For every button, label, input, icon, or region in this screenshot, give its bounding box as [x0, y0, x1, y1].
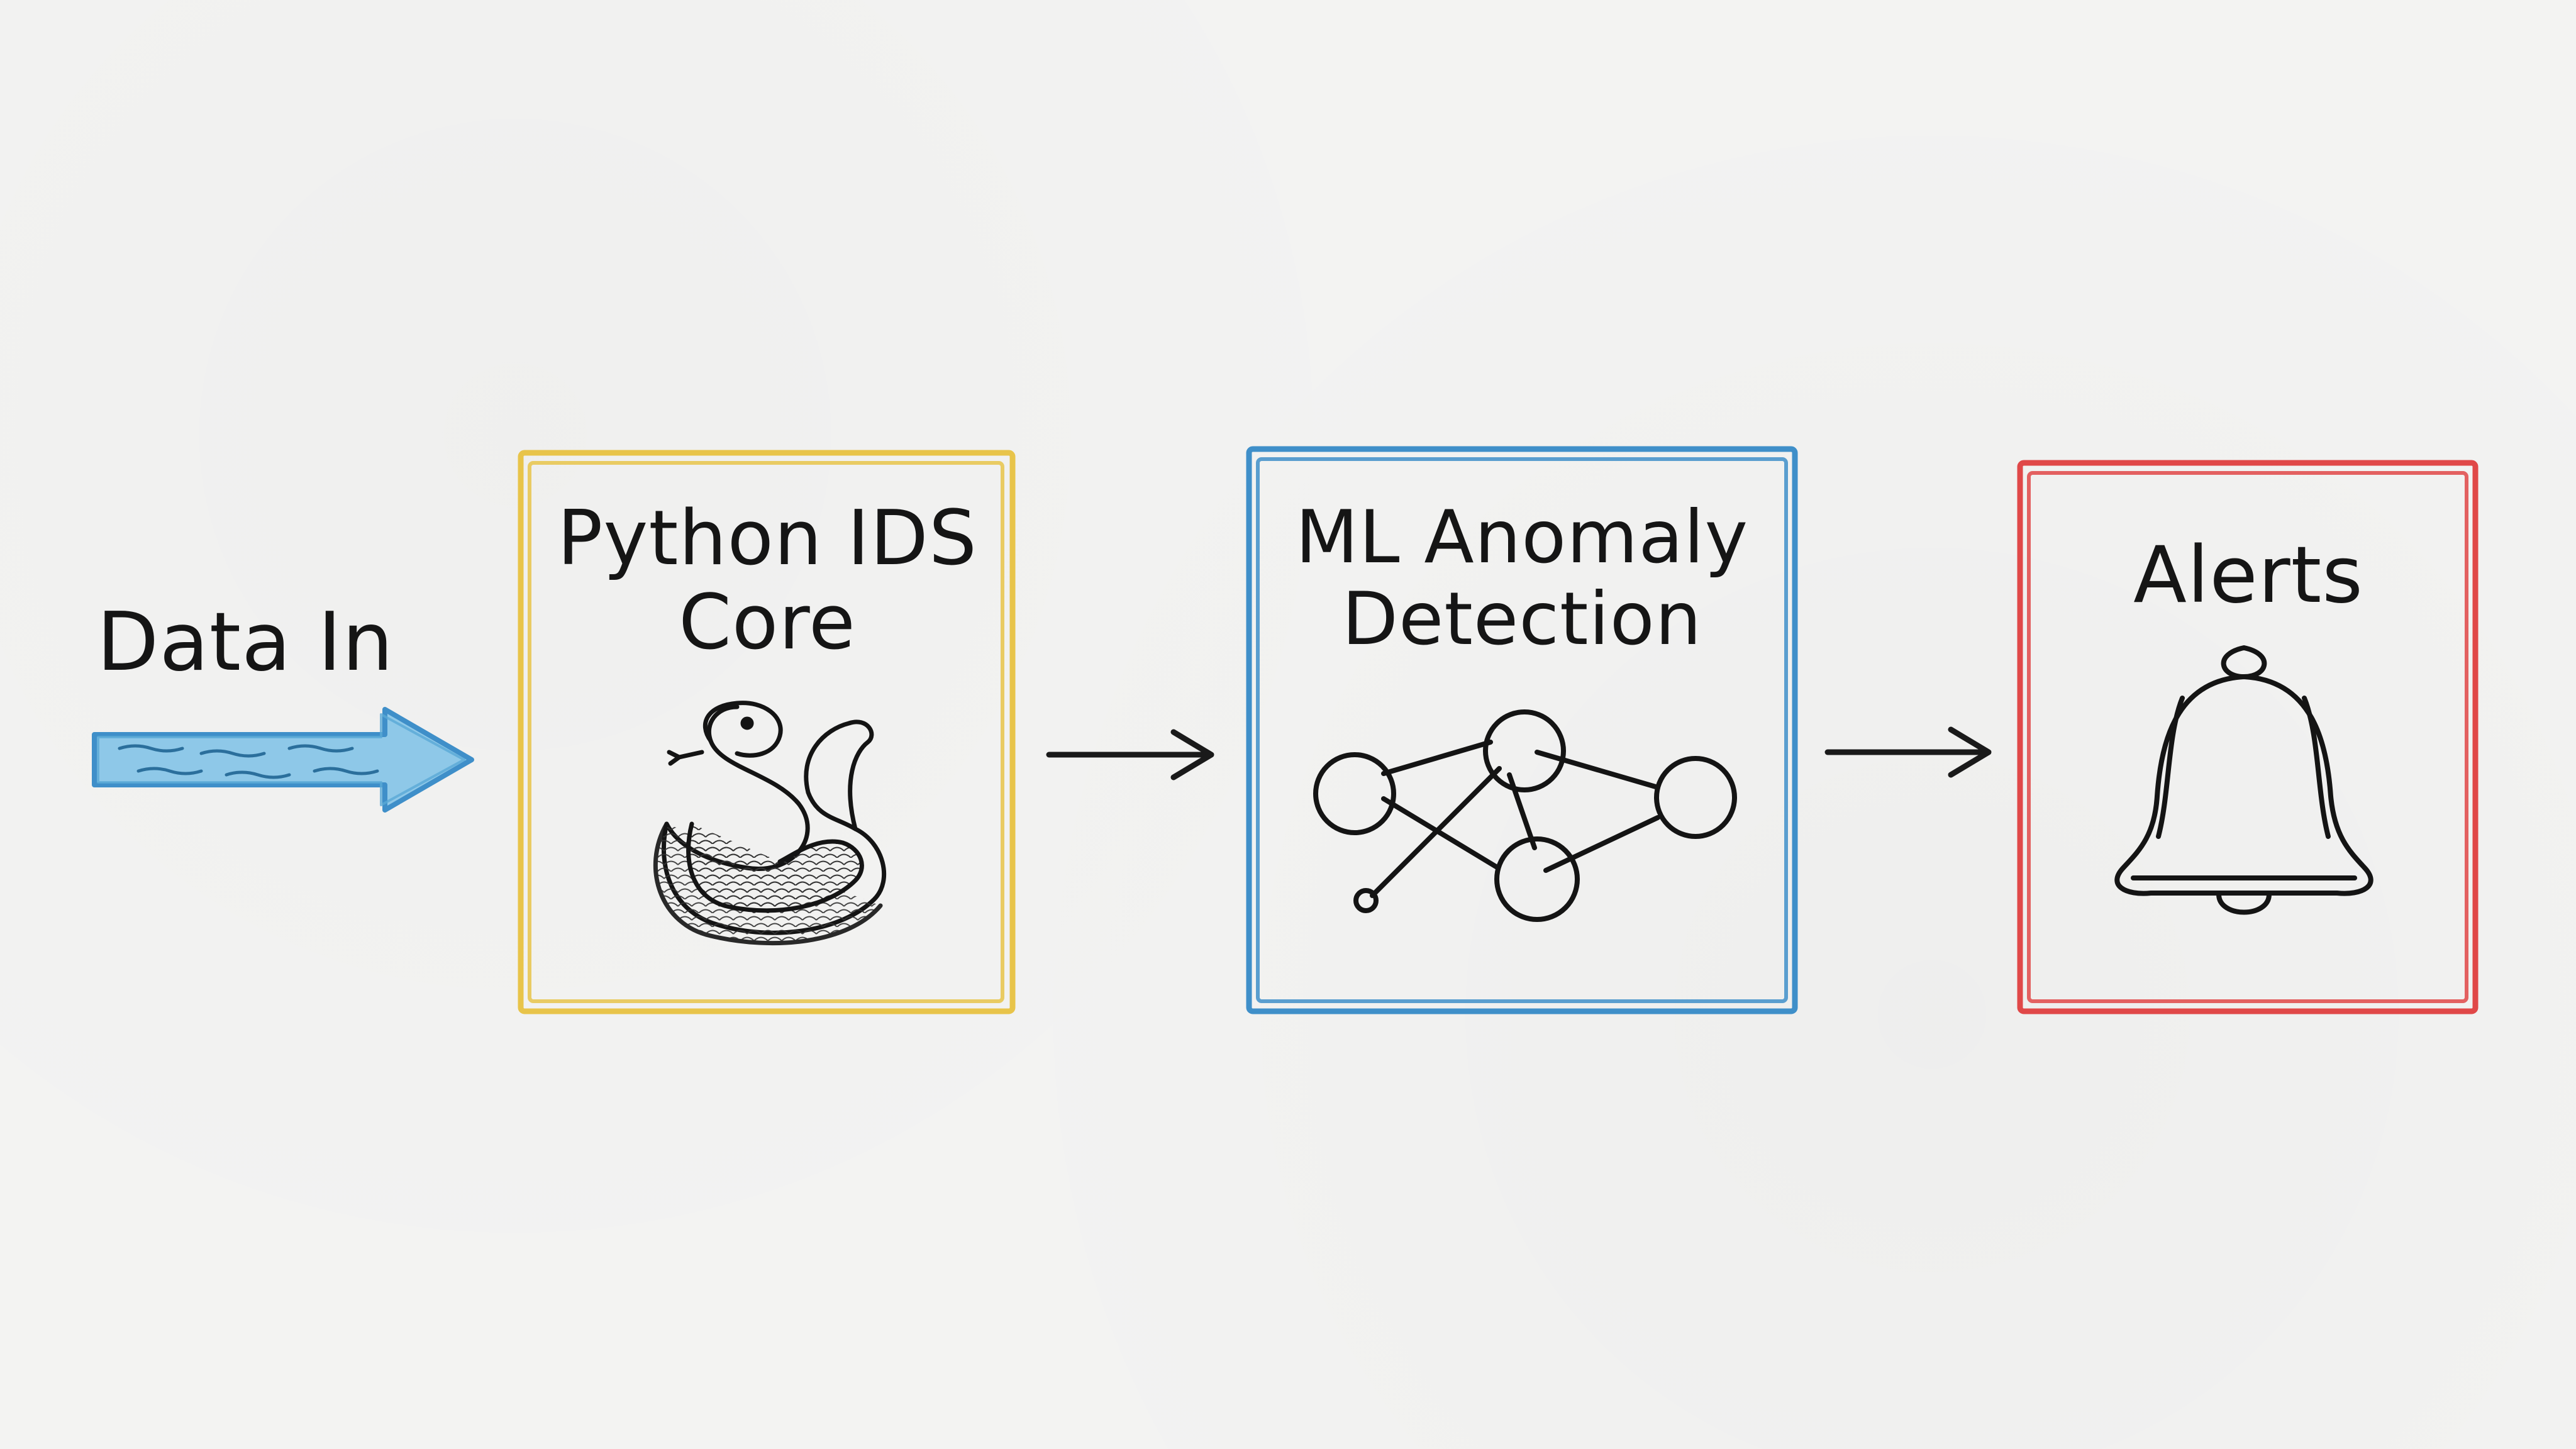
bell-icon	[2114, 645, 2373, 915]
connector-arrow-1	[1046, 729, 1214, 780]
ml-anomaly-title-line1: ML Anomaly	[1295, 495, 1749, 580]
data-in-arrow	[92, 707, 474, 813]
stage-box-ml-anomaly	[1246, 446, 1798, 1014]
neural-network-icon	[1313, 709, 1737, 922]
stage-box-python-ids	[518, 450, 1016, 1014]
ml-anomaly-title-line2: Detection	[1341, 576, 1702, 662]
ml-anomaly-title: ML Anomaly Detection	[1264, 497, 1780, 660]
stage-box-alerts	[2017, 460, 2479, 1014]
python-ids-title: Python IDS Core	[541, 495, 994, 667]
python-ids-title-line2: Core	[679, 579, 856, 667]
alerts-title: Alerts	[2038, 532, 2459, 619]
python-snake-icon	[653, 701, 886, 946]
alerts-title-line1: Alerts	[2133, 530, 2363, 621]
data-in-label: Data In	[96, 596, 394, 689]
python-ids-title-line1: Python IDS	[557, 495, 978, 582]
connector-arrow-2	[1824, 726, 1992, 778]
